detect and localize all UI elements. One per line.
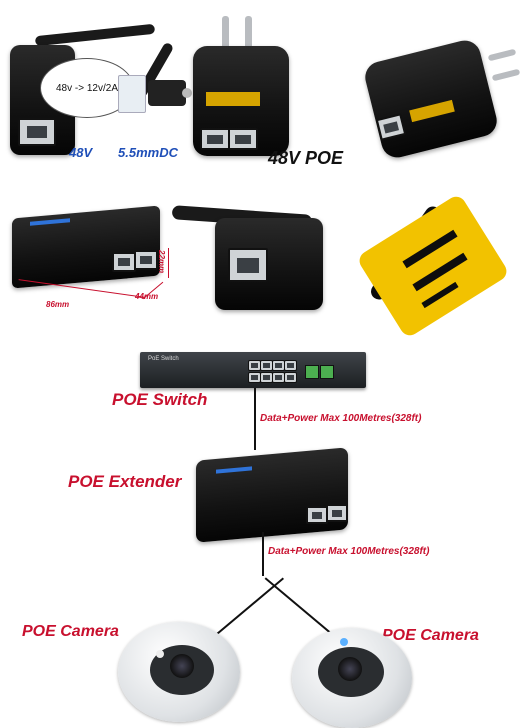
adapter-sticker (206, 92, 260, 106)
label-22mm: 22mm (157, 250, 166, 274)
switch-uplink-2 (320, 365, 334, 379)
splitter-cable-left (34, 23, 156, 47)
tool-jaw (355, 192, 511, 340)
adapter-port-1 (200, 128, 230, 150)
label-link-1: Data+Power Max 100Metres(328ft) (260, 413, 422, 424)
rj45-plug (118, 75, 146, 113)
plug-pin-left (222, 16, 229, 52)
label-86mm: 86mm (46, 300, 70, 309)
extender-port-2 (134, 250, 158, 270)
switch-uplink-1 (305, 365, 319, 379)
label-5-5mmdc: 5.5mmDC (118, 145, 178, 160)
label-poe-camera-right: POE Camera (382, 627, 479, 644)
plug-pin-right (245, 16, 252, 52)
link-line-1 (254, 388, 256, 450)
dim-line-height (168, 248, 169, 278)
camera-left-led (156, 650, 164, 658)
label-48v-poe: 48V POE (268, 148, 344, 168)
extender-device-port-2 (326, 504, 348, 522)
label-44mm: 44mm (135, 292, 159, 301)
extender-body (12, 205, 160, 289)
splitter-rj45-port (18, 118, 56, 146)
side-pin-1 (487, 48, 517, 62)
side-pin-2 (491, 68, 521, 82)
camera-right-led (340, 638, 348, 646)
extender-device-body (196, 447, 348, 543)
adapter-port-2 (228, 128, 258, 150)
splitter-bubble-text: 48v -> 12v/2A (56, 82, 118, 94)
label-poe-camera-left: POE Camera (22, 623, 119, 640)
adapter-side-body (361, 37, 501, 161)
switch-port-4 (284, 360, 297, 371)
coupler-port (228, 248, 268, 282)
label-48v: 48V (69, 145, 93, 160)
dc-plug-tip (182, 88, 192, 98)
camera-left-lens (170, 654, 194, 678)
link-line-2 (262, 532, 264, 576)
dc-plug (148, 80, 186, 106)
camera-right-lens (338, 657, 362, 681)
extender-port-1 (112, 252, 136, 272)
label-poe-switch: POE Switch (112, 390, 208, 409)
extender-device-port-1 (306, 506, 328, 524)
switch-port-8 (284, 372, 297, 383)
label-link-2: Data+Power Max 100Metres(328ft) (268, 546, 430, 557)
label-poe-extender: POE Extender (68, 472, 182, 491)
switch-brand: PoE Switch (148, 356, 179, 362)
